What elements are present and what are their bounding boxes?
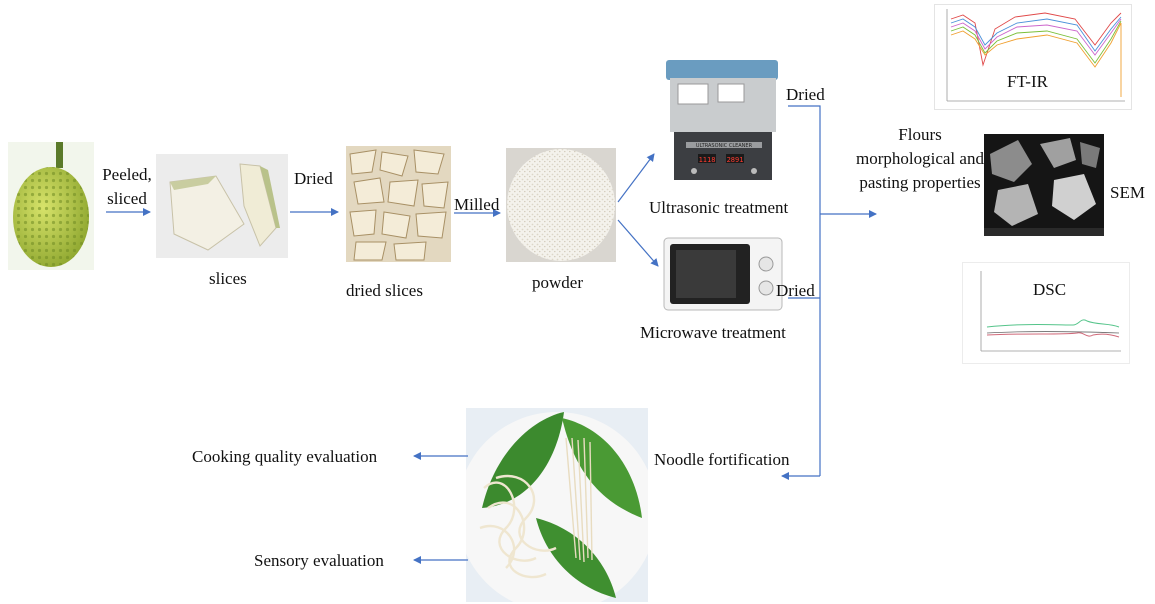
step-peeled: Peeled,	[102, 165, 152, 184]
step-sliced: sliced	[107, 189, 147, 208]
caption-dried-slices: dried slices	[346, 281, 423, 300]
microwave-photo	[662, 234, 784, 314]
step-dried-2: Dried	[786, 85, 825, 104]
ftir-label: FT-IR	[1007, 72, 1048, 91]
arrow-powder-to-ultrasonic	[617, 153, 655, 203]
caption-noodle: Noodle fortification	[654, 450, 790, 469]
flours-line-2: morphological and	[856, 149, 984, 168]
step-milled: Milled	[454, 195, 500, 214]
cleaner-label: ULTRASONIC CLEANER	[696, 143, 753, 149]
caption-microwave: Microwave treatment	[640, 323, 786, 342]
sem-label: SEM	[1110, 183, 1145, 202]
step-dried-3: Dried	[776, 281, 815, 300]
caption-ultrasonic: Ultrasonic treatment	[649, 198, 789, 217]
ultrasonic-cleaner-photo: ULTRASONIC CLEANER 1118 2891	[656, 56, 786, 188]
step-dried-1: Dried	[294, 169, 333, 188]
dsc-chart-image: DSC	[962, 262, 1130, 364]
caption-powder: powder	[532, 273, 583, 292]
cleaner-display-1: 1118	[699, 156, 716, 164]
caption-slices: slices	[209, 269, 247, 288]
slices-photo	[156, 154, 288, 258]
caption-cooking: Cooking quality evaluation	[192, 447, 378, 466]
arrow-powder-to-microwave	[617, 219, 659, 267]
breadfruit-photo	[8, 142, 94, 270]
dsc-label: DSC	[1033, 280, 1067, 299]
powder-photo	[506, 148, 616, 262]
noodles-photo	[466, 408, 648, 602]
sem-image	[984, 134, 1104, 236]
cleaner-display-2: 2891	[727, 156, 744, 164]
flours-line-1: Flours	[898, 125, 942, 144]
ftir-chart-image: FT-IR	[934, 4, 1132, 110]
dried-slices-photo	[346, 146, 451, 262]
line-ultrasonic-dried	[788, 105, 821, 476]
flours-line-3: pasting properties	[859, 173, 981, 192]
caption-sensory: Sensory evaluation	[254, 551, 384, 570]
